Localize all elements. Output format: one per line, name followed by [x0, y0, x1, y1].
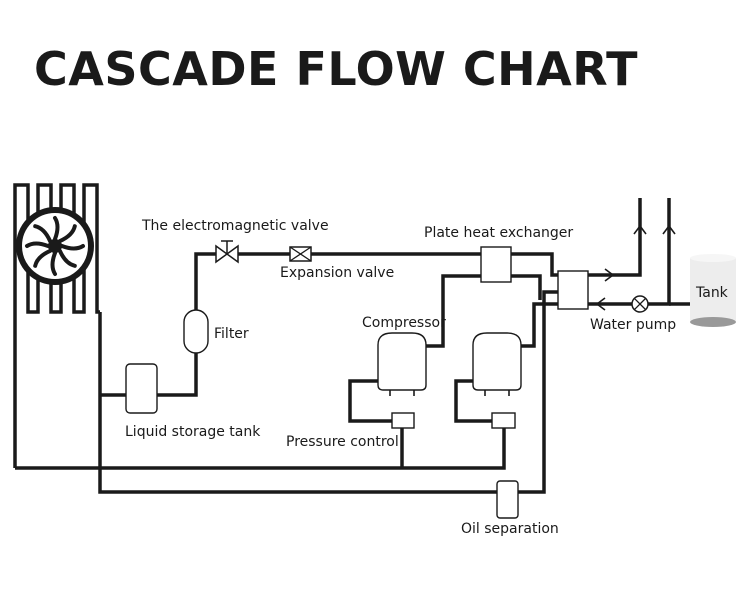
refrigerant-pipes — [15, 198, 690, 494]
flow-arrows — [595, 224, 676, 311]
fan-icon — [16, 207, 94, 285]
compressor-1 — [377, 332, 427, 396]
expansion-valve-icon — [289, 246, 312, 262]
label-filter: Filter — [214, 326, 249, 342]
tank — [690, 254, 736, 327]
label-electromagnetic-valve: The electromagnetic valve — [141, 218, 329, 234]
label-oil-separation: Oil separation — [461, 521, 559, 537]
electromagnetic-valve-icon — [215, 240, 239, 264]
label-water-pump: Water pump — [590, 317, 676, 333]
liquid-storage-tank — [125, 363, 158, 414]
label-pressure-control: Pressure control — [286, 434, 399, 450]
filter — [183, 309, 209, 354]
pressure-control-1 — [391, 412, 415, 429]
label-liquid-storage-tank: Liquid storage tank — [125, 424, 261, 440]
oil-separator — [496, 480, 519, 519]
page-title: CASCADE FLOW CHART — [34, 42, 639, 96]
compressor-2 — [472, 332, 522, 396]
plate-heat-exchanger — [480, 246, 512, 283]
water-pump-icon — [631, 295, 649, 313]
pressure-control-2 — [491, 412, 516, 429]
label-tank: Tank — [695, 285, 729, 301]
label-plate-heat-exchanger: Plate heat exchanger — [424, 225, 573, 241]
water-heat-exchanger — [557, 270, 589, 310]
label-compressor: Compressor — [362, 315, 446, 331]
label-expansion-valve: Expansion valve — [280, 265, 394, 281]
